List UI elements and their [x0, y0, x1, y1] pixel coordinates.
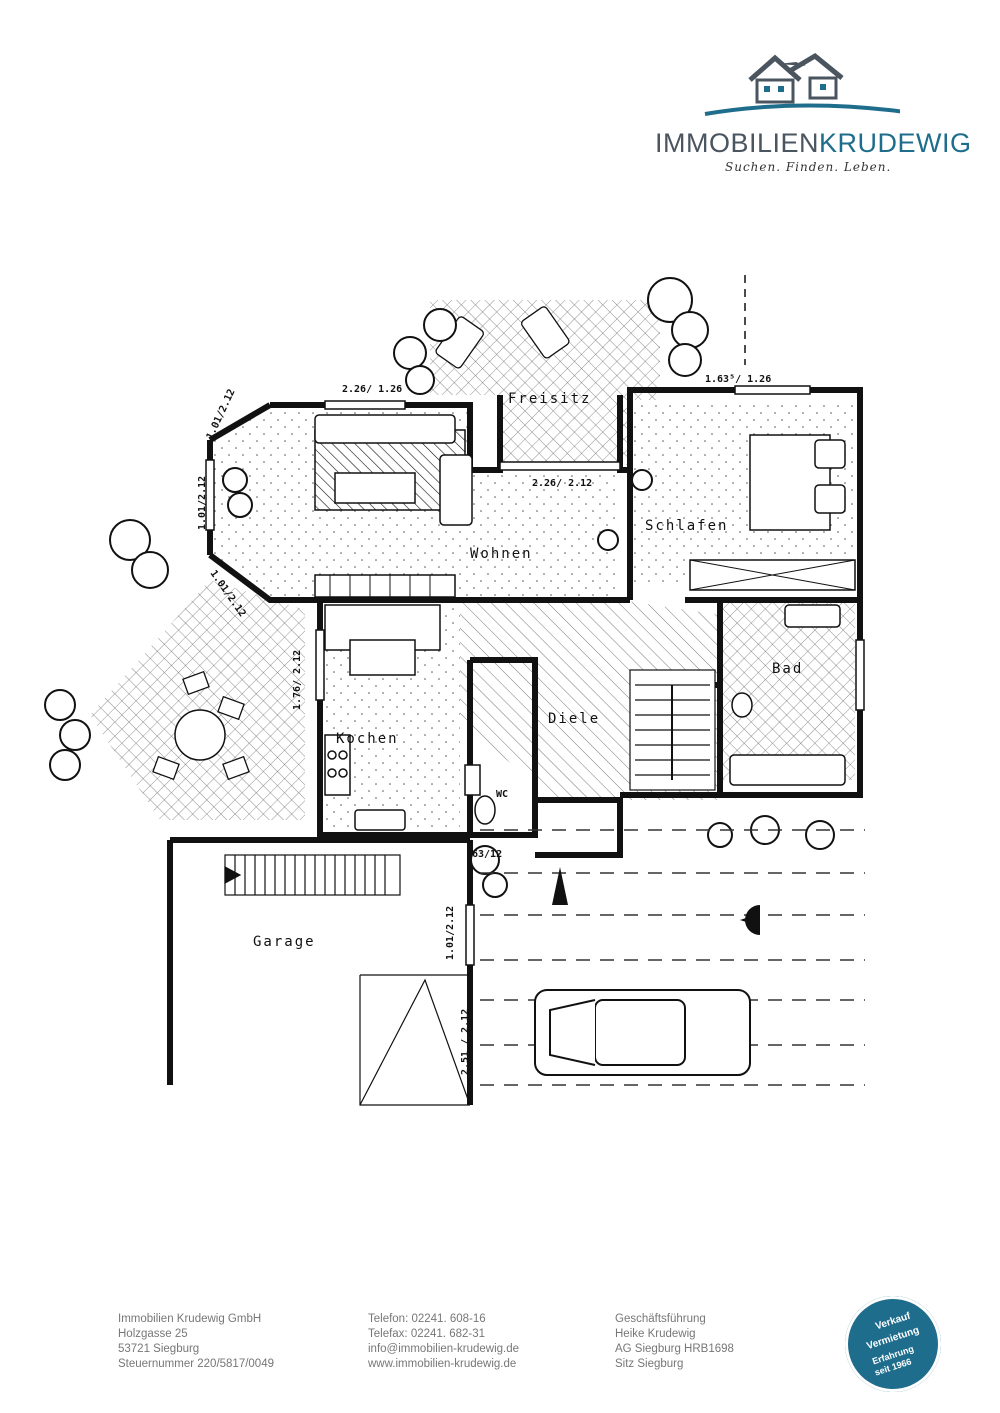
dim-garage-door: 2.51 / 2.12 [460, 1009, 471, 1075]
footer-company-city: 53721 Siegburg [118, 1343, 200, 1355]
footer-company-name: Immobilien Krudewig GmbH [118, 1313, 262, 1325]
room-label-kochen: Kochen [336, 731, 399, 747]
footer-company-street: Holzgasse 25 [118, 1328, 188, 1340]
room-label-freisitz: Freisitz [508, 391, 591, 407]
company-logo: IMMOBILIENKRUDEWIG Suchen. Finden. Leben… [650, 50, 971, 180]
dim-schlafen-window: 1.63⁵/ 1.26 [705, 374, 771, 385]
dim-wohnen-window: 2.26/ 1.26 [342, 384, 402, 395]
floor-plan-drawing: Freisitz Schlafen Wohnen Bad Diele Koche… [44, 275, 865, 1106]
footer-register: AG Siegburg HRB1698 [615, 1343, 734, 1355]
floor-plan: Freisitz Schlafen Wohnen Bad Diele Koche… [30, 255, 960, 1165]
footer-management-name: Heike Krudewig [615, 1328, 696, 1340]
dim-kitchen-door: 1.76/ 2.12 [292, 650, 303, 710]
room-label-bad: Bad [772, 661, 803, 677]
side-terrace [90, 580, 305, 820]
footer-website[interactable]: www.immobilien-krudewig.de [368, 1358, 517, 1370]
room-label-wc: WC [496, 789, 508, 800]
dim-freisitz-door: 2.26/ 2.12 [532, 478, 592, 489]
dim-garage-window: 1.01/2.12 [445, 906, 456, 960]
dim-bay-window-mid: 1.01/2.12 [197, 476, 208, 530]
dim-entrance-door: 63/12 [472, 849, 502, 860]
footer-fax: Telefax: 02241. 682-31 [368, 1328, 486, 1340]
room-label-wohnen: Wohnen [470, 546, 533, 562]
room-label-schlafen: Schlafen [645, 518, 728, 534]
footer-management-title: Geschäftsführung [615, 1313, 706, 1325]
quality-seal: Verkauf Vermietung Erfahrung seit 1966 [845, 1296, 941, 1392]
freisitz-terrace [430, 300, 660, 465]
footer-seat: Sitz Siegburg [615, 1358, 684, 1370]
brand-wordmark: IMMOBILIENKRUDEWIG [655, 128, 972, 158]
footer-email[interactable]: info@immobilien-krudewig.de [368, 1343, 520, 1355]
room-label-diele: Diele [548, 711, 600, 727]
room-label-garage: Garage [253, 934, 316, 950]
bad-floor [720, 600, 855, 780]
brand-tagline: Suchen. Finden. Leben. [725, 160, 892, 174]
footer-phone: Telefon: 02241. 608-16 [368, 1313, 486, 1325]
footer-company-taxno: Steuernummer 220/5817/0049 [118, 1358, 274, 1370]
footer-contact: Telefon: 02241. 608-16 Telefax: 02241. 6… [368, 1312, 519, 1372]
house-logo-icon [704, 52, 900, 116]
footer-company: Immobilien Krudewig GmbH Holzgasse 25 53… [118, 1312, 274, 1372]
footer-management: Geschäftsführung Heike Krudewig AG Siegb… [615, 1312, 734, 1372]
